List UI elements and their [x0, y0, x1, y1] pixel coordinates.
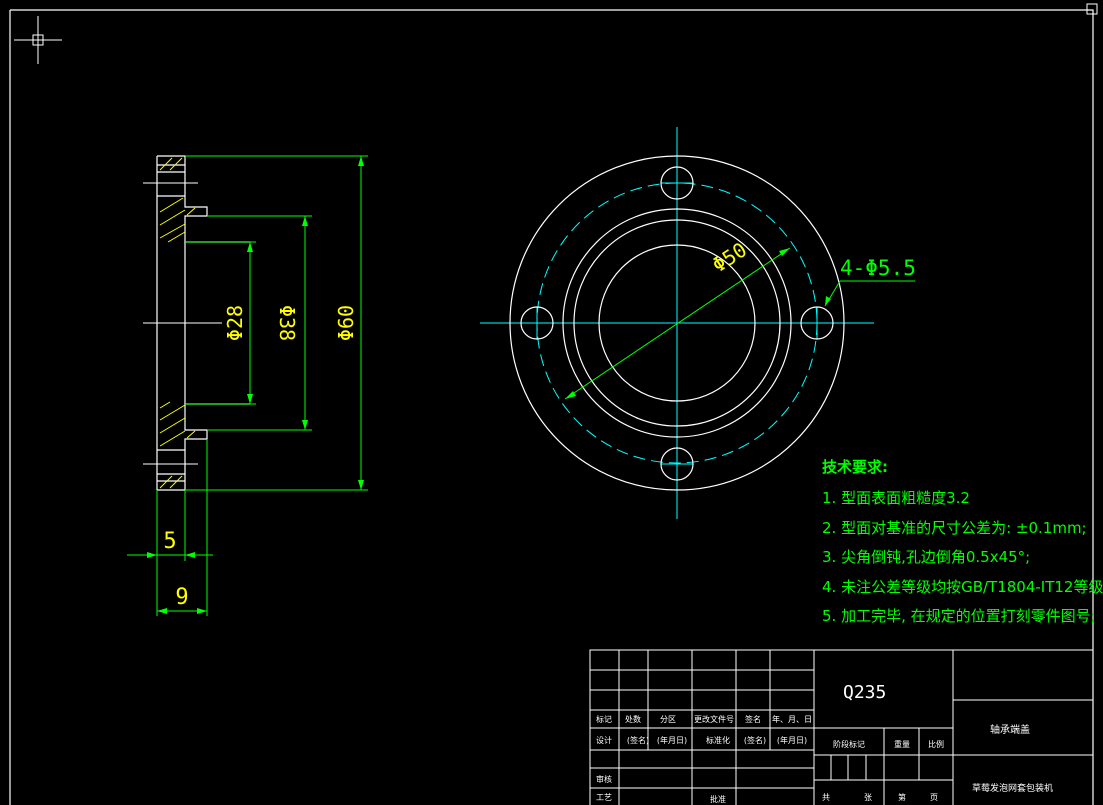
bolt-circle	[536, 182, 818, 464]
bolt-hole-bottom	[660, 447, 694, 481]
bolt-hole-left	[520, 306, 554, 340]
side-view-outline	[156, 155, 250, 491]
dim-d50	[564, 247, 791, 400]
dim-text-w5: 5	[163, 529, 176, 554]
approve-label: 批准	[710, 794, 726, 804]
project-name: 草莓发泡网套包装机	[972, 782, 1053, 794]
rev-header: 更改文件号	[694, 714, 734, 724]
crosshair-cursor-icon[interactable]	[14, 16, 62, 64]
note-item: 5. 加工完毕, 在规定的位置打刻零件图号;	[822, 607, 1096, 625]
stage-header: 阶段标记	[833, 739, 865, 749]
rev-header: 标记	[596, 714, 612, 724]
dim-text-d50: Φ50	[708, 237, 751, 277]
design-cell: (年月日)	[777, 735, 807, 745]
dimension-arrows	[147, 156, 364, 614]
design-cell: 设计	[596, 735, 612, 745]
craft-label: 工艺	[596, 793, 612, 802]
note-item: 1. 型面表面粗糙度3.2	[822, 489, 970, 507]
dimension-lines	[127, 155, 368, 616]
dim-text-d28: Φ28	[223, 305, 247, 341]
drawing-frame	[9, 9, 1094, 805]
material-label: Q235	[843, 682, 886, 703]
audit-label: 审核	[596, 774, 612, 784]
dim-text-d38: Φ38	[275, 305, 299, 341]
sheet-info: 页	[930, 793, 938, 802]
dim-text-holes: 4-Φ5.5	[840, 256, 916, 280]
dim-text-w9: 9	[175, 585, 188, 610]
note-item: 3. 尖角倒钝,孔边倒角0.5x45°;	[822, 548, 1030, 566]
dim-holes-leader	[824, 280, 915, 307]
design-cell: 标准化	[706, 735, 730, 745]
sheet-info: 第	[898, 792, 906, 802]
rev-header: 签名	[745, 714, 761, 724]
design-cell: (签名)	[744, 735, 766, 745]
title-block: Q235 轴承端盖 草莓发泡网套包装机 标记 处数 分区 更改文件号 签名 年、…	[589, 649, 1094, 805]
rev-header: 分区	[660, 715, 676, 724]
front-view: Φ50 4-Φ5.5	[480, 127, 916, 519]
rev-header: 年、月、日	[772, 714, 812, 724]
note-item: 4. 未注公差等级均按GB/T1804-IT12等级;	[822, 578, 1103, 596]
bolt-hole-right	[800, 306, 834, 340]
stage-header: 比例	[928, 739, 944, 749]
rev-header: 处数	[625, 714, 641, 724]
design-cell: (年月日)	[657, 735, 687, 745]
note-item: 2. 型面对基准的尺寸公差为: ±0.1mm;	[822, 519, 1087, 537]
design-cell: (签名)	[627, 735, 649, 745]
notes-title: 技术要求:	[822, 458, 888, 476]
sheet-info: 张	[864, 793, 872, 802]
technical-notes: 技术要求: 1. 型面表面粗糙度3.2 2. 型面对基准的尺寸公差为: ±0.1…	[822, 458, 1103, 625]
sheet-info: 共	[822, 793, 830, 802]
section-hatch	[159, 157, 196, 489]
front-circles	[509, 155, 845, 491]
stage-header: 重量	[894, 739, 910, 749]
corner-marker	[1086, 3, 1098, 15]
bolt-hole-top	[660, 166, 694, 200]
front-centerlines	[480, 127, 874, 519]
dim-text-d60: Φ60	[334, 305, 358, 341]
side-section-view: Φ28 Φ38 Φ60 5 9	[127, 155, 368, 616]
part-name: 轴承端盖	[990, 723, 1030, 736]
